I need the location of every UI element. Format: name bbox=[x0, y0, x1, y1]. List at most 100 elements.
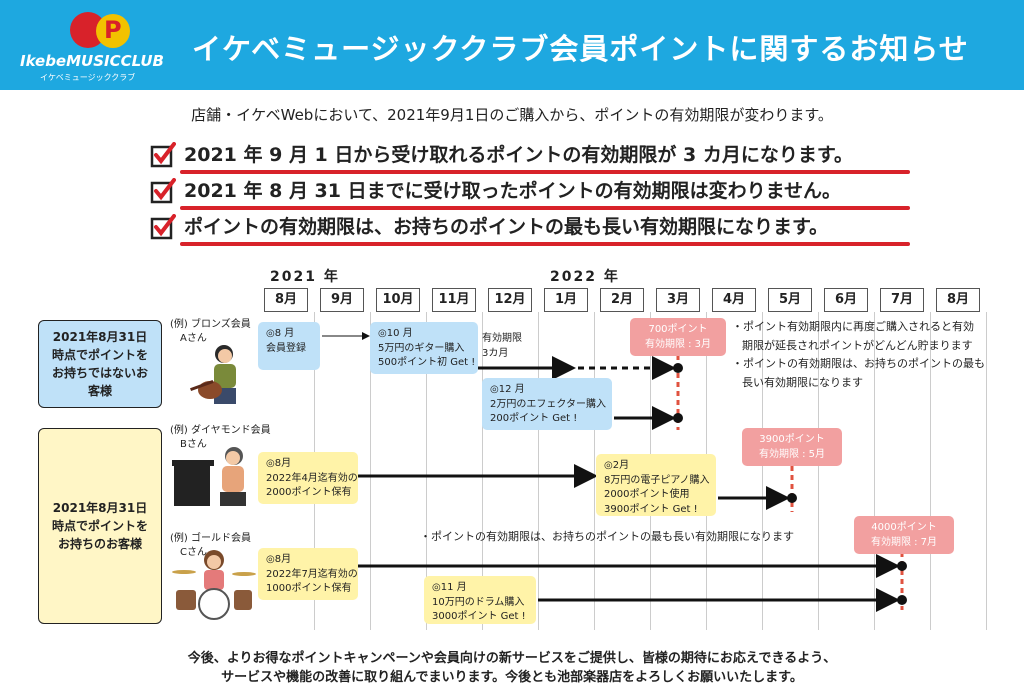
event-c-holding: ◎8月 2022年7月迄有効の 1000ポイント保有 bbox=[258, 548, 358, 600]
month-header: 11月 bbox=[432, 288, 476, 312]
header-bar: P IkebeMUSICCLUB イケベミュージッククラブ イケベミュージックク… bbox=[0, 0, 1024, 90]
member-name: Bさん bbox=[180, 439, 207, 450]
category-label: 2021年8月31日時点でポイントをお持ちのお客様 bbox=[51, 501, 148, 551]
event-line: 8万円の電子ピアノ購入 bbox=[604, 474, 710, 486]
member-a-label: (例) ブロンズ会員 Aさん bbox=[170, 318, 251, 346]
event-line: ◎11 月 bbox=[432, 582, 467, 593]
result-line: 有効期限 : 5月 bbox=[758, 448, 826, 460]
page-title: イケベミュージッククラブ会員ポイントに関するお知らせ bbox=[192, 32, 969, 66]
member-rank: (例) ブロンズ会員 bbox=[170, 319, 251, 330]
note-line: 期限が延長されポイントがどんどん貯まります bbox=[742, 338, 973, 352]
note-extension: ・ポイント有効期限内に再度ご購入されると有効 期限が延長されポイントがどんどん貯… bbox=[732, 318, 985, 393]
month-header: 2月 bbox=[600, 288, 644, 312]
month-header: 7月 bbox=[880, 288, 924, 312]
member-name: Aさん bbox=[180, 333, 207, 344]
event-line: 1000ポイント保有 bbox=[266, 583, 352, 594]
drummer-avatar-icon bbox=[172, 550, 256, 620]
note-line: ・ポイントの有効期限は、お持ちのポイントの最も bbox=[732, 357, 985, 371]
result-b: 3900ポイント 有効期限 : 5月 bbox=[742, 428, 842, 466]
month-header: 9月 bbox=[320, 288, 364, 312]
event-line: 2022年7月迄有効の bbox=[266, 568, 358, 580]
note-longest-expiry: ・ポイントの有効期限は、お持ちのポイントの最も長い有効期限になります bbox=[420, 530, 794, 543]
result-c: 4000ポイント 有効期限 : 7月 bbox=[854, 516, 954, 554]
event-line: ◎8 月 bbox=[266, 328, 295, 339]
event-line: 10万円のドラム購入 bbox=[432, 596, 525, 608]
checkbox-icon bbox=[150, 214, 176, 240]
member-name: Cさん bbox=[180, 547, 207, 558]
category-has-points: 2021年8月31日時点でポイントをお持ちのお客様 bbox=[38, 428, 162, 624]
member-rank: (例) ゴールド会員 bbox=[170, 533, 251, 544]
checkbox-icon bbox=[150, 142, 176, 168]
event-line: 2000ポイント保有 bbox=[266, 487, 352, 498]
ikebe-logo: P IkebeMUSICCLUB イケベミュージッククラブ bbox=[18, 12, 178, 82]
event-line: 2022年4月迄有効の bbox=[266, 472, 358, 484]
month-header: 6月 bbox=[824, 288, 868, 312]
result-a: 700ポイント 有効期限 : 3月 bbox=[630, 318, 726, 356]
key-point-text: 2021 年 9 月 1 日から受け取れるポイントの有効期限が 3 カ月になりま… bbox=[184, 144, 853, 166]
result-line: 4000ポイント bbox=[871, 522, 937, 533]
grid-line bbox=[482, 312, 483, 630]
year-label-2021: 2021 年 bbox=[270, 269, 340, 285]
month-header: 12月 bbox=[488, 288, 532, 312]
event-line: 有効期限 bbox=[482, 333, 522, 344]
grid-line bbox=[426, 312, 427, 630]
event-line: 200ポイント Get ! bbox=[490, 413, 578, 424]
event-b-holding: ◎8月 2022年4月迄有効の 2000ポイント保有 bbox=[258, 452, 358, 504]
footer-line: 今後、よりお得なポイントキャンペーンや会員向けの新サービスをご提供し、皆様の期待… bbox=[187, 651, 837, 666]
red-underline bbox=[180, 242, 910, 246]
event-line: 500ポイント初 Get ! bbox=[378, 357, 476, 368]
event-line: ◎10 月 bbox=[378, 328, 413, 339]
event-c-drums: ◎11 月 10万円のドラム購入 3000ポイント Get ! bbox=[424, 576, 536, 624]
note-line: 長い有効期限になります bbox=[742, 376, 863, 390]
event-line: 3000ポイント Get ! bbox=[432, 611, 526, 622]
member-b-label: (例) ダイヤモンド会員 Bさん bbox=[170, 424, 271, 452]
month-header: 3月 bbox=[656, 288, 700, 312]
grid-line bbox=[986, 312, 987, 630]
grid-line bbox=[762, 312, 763, 630]
result-line: 3900ポイント bbox=[759, 434, 825, 445]
note-line: ・ポイント有効期限内に再度ご購入されると有効 bbox=[732, 320, 974, 333]
key-point-3: ポイントの有効期限は、お持ちのポイントの最も長い有効期限になります。 bbox=[150, 212, 910, 246]
footer-message: 今後、よりお得なポイントキャンペーンや会員向けの新サービスをご提供し、皆様の期待… bbox=[0, 650, 1024, 688]
checkbox-icon bbox=[150, 178, 176, 204]
category-no-points: 2021年8月31日時点でポイントをお持ちではないお客様 bbox=[38, 320, 162, 408]
event-line: 2000ポイント使用 bbox=[604, 489, 690, 500]
month-header: 1月 bbox=[544, 288, 588, 312]
event-line: ◎12 月 bbox=[490, 384, 525, 395]
event-a-register: ◎8 月 会員登録 bbox=[258, 322, 320, 370]
event-b-piano: ◎2月 8万円の電子ピアノ購入 2000ポイント使用 3900ポイント Get … bbox=[596, 454, 716, 516]
grid-line bbox=[818, 312, 819, 630]
expiry-label: 有効期限 3カ月 bbox=[478, 330, 526, 363]
month-header: 10月 bbox=[376, 288, 420, 312]
event-line: 5万円のギター購入 bbox=[378, 342, 465, 354]
red-underline bbox=[180, 170, 910, 174]
event-a-guitar: ◎10 月 5万円のギター購入 500ポイント初 Get ! bbox=[370, 322, 478, 374]
event-a-effector: ◎12 月 2万円のエフェクター購入 200ポイント Get ! bbox=[482, 378, 612, 430]
event-line: 3900ポイント Get ! bbox=[604, 503, 698, 515]
event-line: 2万円のエフェクター購入 bbox=[490, 398, 606, 410]
key-point-text: 2021 年 8 月 31 日までに受け取ったポイントの有効期限は変わりません。 bbox=[184, 180, 842, 202]
logo-p-mark: P bbox=[104, 16, 122, 44]
footer-line: サービスや機能の改善に取り組んでまいります。今後とも池部楽器店をよろしくお願いい… bbox=[221, 669, 803, 685]
logo-gold-disc bbox=[96, 14, 130, 48]
guitarist-avatar-icon bbox=[190, 345, 236, 404]
month-header: 8月 bbox=[264, 288, 308, 312]
member-c-label: (例) ゴールド会員 Cさん bbox=[170, 532, 251, 560]
result-line: 700ポイント bbox=[648, 324, 708, 335]
event-line: ◎8月 bbox=[266, 554, 292, 565]
event-line: ◎2月 bbox=[604, 460, 630, 471]
month-header: 5月 bbox=[768, 288, 812, 312]
result-line: 有効期限 : 7月 bbox=[870, 536, 938, 548]
red-underline bbox=[180, 206, 910, 210]
pianist-avatar-icon bbox=[172, 447, 246, 506]
key-point-text: ポイントの有効期限は、お持ちのポイントの最も長い有効期限になります。 bbox=[184, 216, 829, 238]
member-rank: (例) ダイヤモンド会員 bbox=[170, 425, 271, 436]
grid-line bbox=[874, 312, 875, 630]
intro-text: 店舗・イケベWebにおいて、2021年9月1日のご購入から、ポイントの有効期限が… bbox=[191, 106, 833, 124]
month-header: 4月 bbox=[712, 288, 756, 312]
grid-line bbox=[930, 312, 931, 630]
logo-subtitle: イケベミュージッククラブ bbox=[40, 73, 136, 82]
logo-word: IkebeMUSICCLUB bbox=[20, 52, 164, 70]
grid-line bbox=[370, 312, 371, 630]
